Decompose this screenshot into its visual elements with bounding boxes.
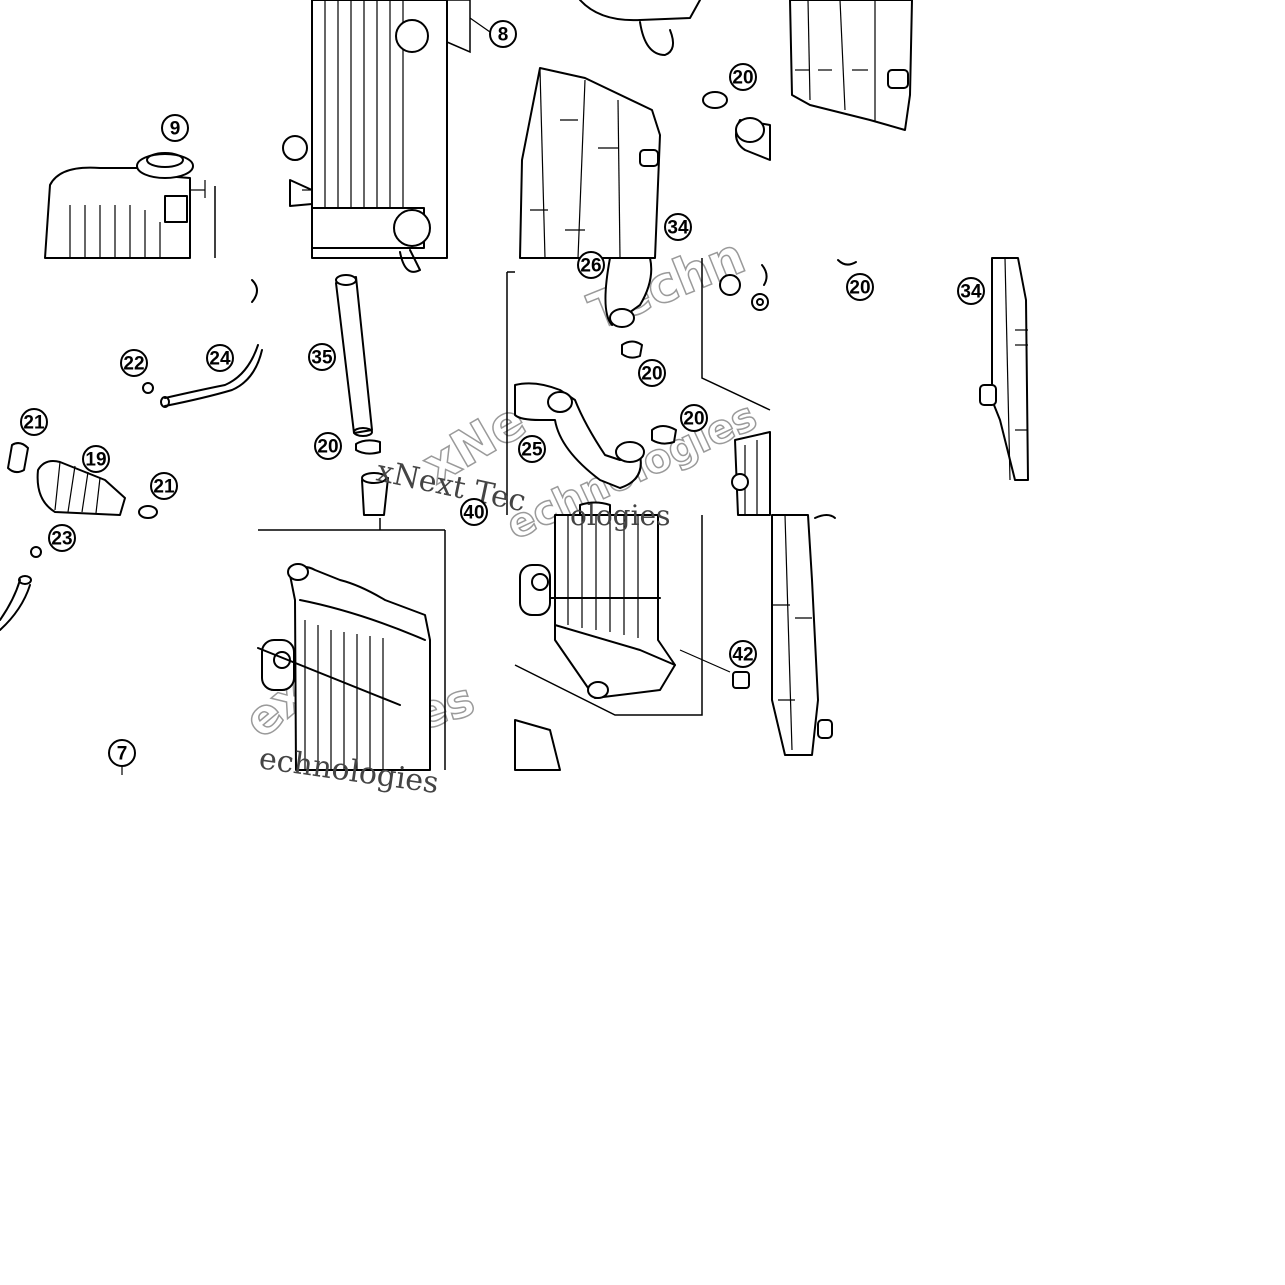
svg-text:8: 8 [498, 25, 509, 46]
callout-8[interactable]: 8 [489, 20, 517, 48]
svg-text:20: 20 [317, 437, 338, 458]
hose-top-center [579, 0, 701, 56]
expansion-tank [44, 152, 216, 259]
svg-text:20: 20 [683, 409, 704, 430]
svg-text:42: 42 [732, 645, 753, 666]
hose-connector [7, 442, 158, 519]
hose-clamp-right [837, 259, 857, 266]
callout-24[interactable]: 24 [206, 344, 234, 372]
callout-20[interactable]: 20 [680, 404, 708, 432]
radiator-guard-right [789, 0, 913, 131]
watermark-tech: ologies [570, 499, 671, 532]
svg-text:26: 26 [580, 256, 601, 277]
callout-25[interactable]: 25 [518, 435, 546, 463]
radiator-left [121, 529, 446, 775]
svg-text:34: 34 [667, 218, 689, 239]
callout-21[interactable]: 21 [20, 408, 48, 436]
svg-text:19: 19 [85, 450, 106, 471]
overflow-hose [142, 279, 263, 408]
svg-text:21: 21 [23, 413, 45, 434]
coolant-hoses-center [506, 257, 677, 516]
radiator-right [282, 0, 491, 273]
callout-35[interactable]: 35 [308, 343, 336, 371]
svg-text:20: 20 [849, 278, 870, 299]
radiator-lower-center [514, 514, 750, 771]
callout-7[interactable]: 7 [108, 739, 136, 767]
svg-text:25: 25 [521, 440, 543, 461]
callout-20[interactable]: 20 [729, 63, 757, 91]
svg-text:20: 20 [732, 68, 753, 89]
svg-text:23: 23 [51, 529, 72, 550]
svg-text:24: 24 [209, 349, 231, 370]
callout-42[interactable]: 42 [729, 640, 757, 668]
callout-26[interactable]: 26 [577, 251, 605, 279]
callout-23[interactable]: 23 [48, 524, 76, 552]
callout-20[interactable]: 20 [638, 359, 666, 387]
hose-clamp-top [702, 91, 771, 161]
svg-text:40: 40 [463, 503, 484, 524]
svg-text:34: 34 [960, 282, 982, 303]
hose-23 [0, 546, 42, 631]
callout-22[interactable]: 22 [120, 349, 148, 377]
radiator-bracket [701, 258, 771, 516]
svg-text:35: 35 [311, 348, 333, 369]
radiator-guard-side [979, 257, 1029, 481]
callout-19[interactable]: 19 [82, 445, 110, 473]
callout-34[interactable]: 34 [957, 277, 985, 305]
radiator-guard-lower [771, 514, 836, 756]
callout-20[interactable]: 20 [314, 432, 342, 460]
svg-text:21: 21 [153, 477, 175, 498]
callout-40[interactable]: 40 [460, 498, 488, 526]
pipe-35 [335, 274, 389, 530]
callout-20[interactable]: 20 [846, 273, 874, 301]
svg-text:20: 20 [641, 364, 662, 385]
svg-text:9: 9 [170, 119, 181, 140]
callout-34[interactable]: 34 [664, 213, 692, 241]
svg-text:22: 22 [123, 354, 144, 375]
callout-9[interactable]: 9 [161, 114, 189, 142]
svg-text:7: 7 [117, 744, 128, 765]
callout-21[interactable]: 21 [150, 472, 178, 500]
radiator-guard-center [519, 67, 661, 259]
